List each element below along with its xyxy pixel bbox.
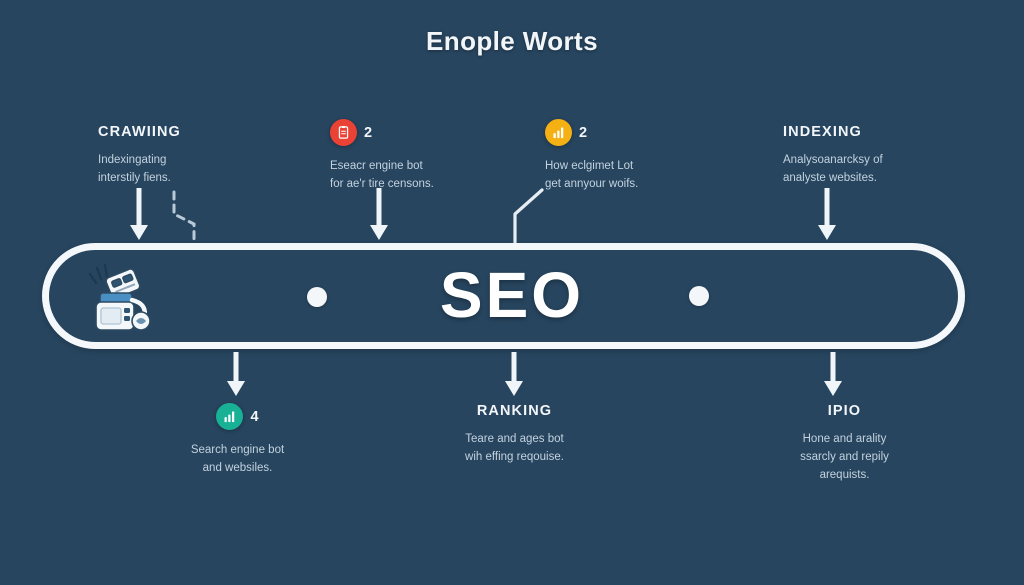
step-ranking-title: RANKING [476,403,553,419]
step-four-number: 4 [250,408,259,425]
connector-step-three [513,188,544,244]
step-ipio-title: IPIO [827,403,862,419]
step-ipio: IPIO Hone and arality ssarcly and repily… [757,403,932,484]
step-crawling-title: CRAWIING [98,124,181,140]
step-ipio-head: IPIO [757,403,932,419]
connector-dashed-crawling [172,190,196,244]
step-two: 2 Eseacr engine bot for ae'r tire censon… [330,119,510,194]
step-four-head: 4 [150,403,325,430]
step-ranking: RANKING Teare and ages bot wih effing re… [427,403,602,467]
step-ranking-head: RANKING [427,403,602,419]
arrow-down-step-four [227,352,245,396]
step-two-number: 2 [364,124,373,141]
step-indexing: INDEXING Analysoanarcksy of analyste web… [783,124,963,188]
arrow-down-step-two [370,188,388,240]
step-three-desc: How eclgimet Lot get annyour woifs. [545,160,639,190]
arrow-down-crawling [130,188,148,240]
step-three-number: 2 [579,124,588,141]
step-indexing-head: INDEXING [783,124,963,140]
step-four: 4 Search engine bot and websiles. [150,403,325,478]
step-ipio-desc: Hone and arality ssarcly and repily areq… [800,433,889,481]
step-three-head: 2 [545,119,725,146]
page-title: Enople Worts [426,26,598,56]
arrow-down-indexing [818,188,836,240]
step-two-head: 2 [330,119,510,146]
step-indexing-title: INDEXING [783,124,862,140]
step-three: 2 How eclgimet Lot get annyour woifs. [545,119,725,194]
seo-capsule [42,243,965,349]
step-four-desc: Search engine bot and websiles. [190,444,285,474]
capsule-dot-right [689,286,709,306]
step-crawling-desc: Indexingating interstily fiens. [98,154,171,184]
bar-chart-icon [545,119,572,146]
step-indexing-desc: Analysoanarcksy of analyste websites. [783,154,883,184]
step-crawling: CRAWIING Indexingating interstily fiens. [98,124,268,188]
capsule-dot-left [307,287,327,307]
document-icon [330,119,357,146]
arrow-down-ranking [505,352,523,396]
arrow-down-ipio [824,352,842,396]
step-ranking-desc: Teare and ages bot wih effing reqouise. [465,433,564,463]
step-two-desc: Eseacr engine bot for ae'r tire censons. [330,160,434,190]
bar-chart-icon [216,403,244,430]
step-crawling-head: CRAWIING [98,124,268,140]
seo-label: SEO [439,259,585,331]
robot-icon [88,263,151,331]
